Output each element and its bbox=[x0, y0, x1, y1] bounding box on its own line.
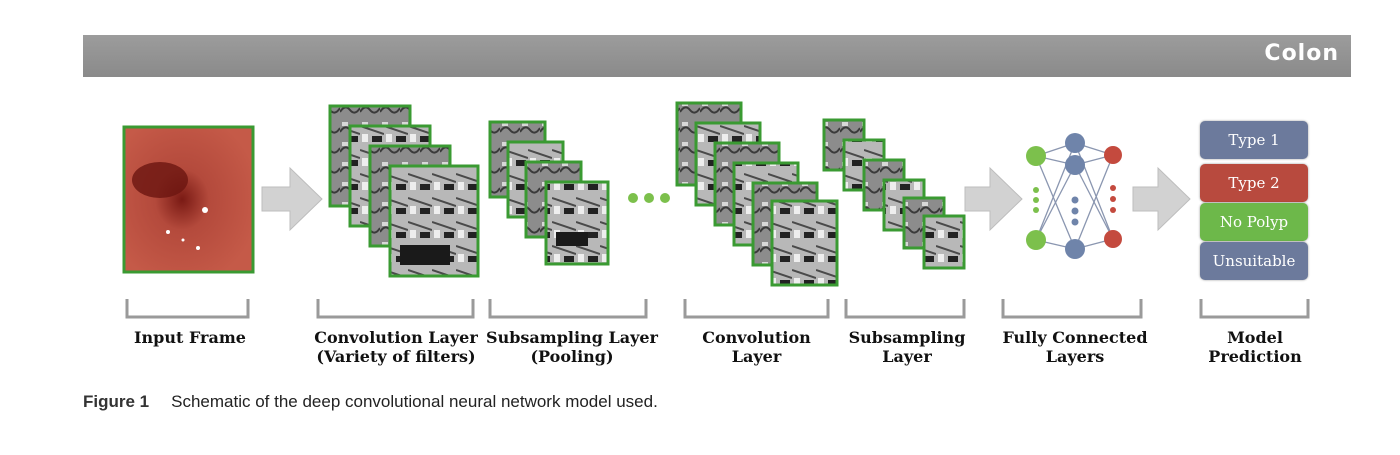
stage-brackets bbox=[125, 299, 1310, 319]
conv-layer-2-stack bbox=[675, 101, 839, 287]
subsampling-layer-1-stack bbox=[488, 120, 610, 266]
ellipsis-dots bbox=[628, 193, 670, 203]
fully-connected-network bbox=[1026, 133, 1122, 259]
prediction-no-polyp: No Polyp bbox=[1200, 203, 1308, 241]
arrow-2 bbox=[964, 166, 1023, 232]
figure-number: Figure 1 bbox=[83, 392, 150, 411]
conv-layer-1-stack bbox=[328, 104, 480, 278]
label-input-frame: Input Frame bbox=[134, 328, 246, 347]
input-frame bbox=[122, 125, 255, 274]
arrow-3 bbox=[1132, 166, 1191, 232]
prediction-type-2: Type 2 bbox=[1200, 164, 1308, 202]
header-title: Colon bbox=[1264, 41, 1339, 66]
label-convolution-layer-1: Convolution Layer(Variety of filters) bbox=[314, 328, 478, 366]
figure-caption: Figure 1 Schematic of the deep convolutio… bbox=[83, 392, 658, 412]
prediction-type-1: Type 1 bbox=[1200, 121, 1308, 159]
header-bar: Colon bbox=[83, 35, 1351, 77]
label-subsampling-layer-1: Subsampling Layer(Pooling) bbox=[486, 328, 658, 366]
subsampling-layer-2-stack bbox=[822, 118, 966, 270]
arrow-1 bbox=[261, 166, 323, 232]
prediction-unsuitable: Unsuitable bbox=[1200, 242, 1308, 280]
caption-text: Schematic of the deep convolutional neur… bbox=[171, 392, 658, 411]
